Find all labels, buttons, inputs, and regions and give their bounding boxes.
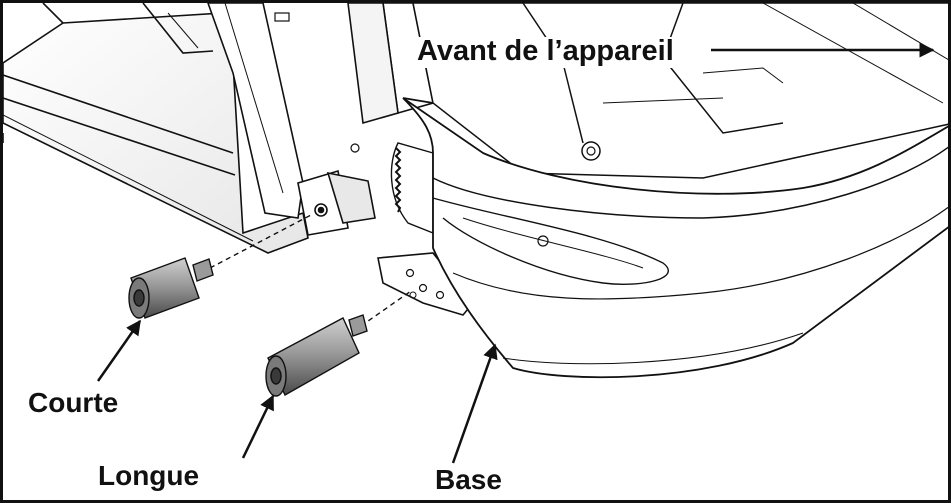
assembly-illustration bbox=[3, 3, 948, 464]
long-arrow bbox=[241, 394, 275, 459]
short-spacer-label: Courte bbox=[28, 387, 119, 418]
long-spacer bbox=[265, 314, 368, 397]
gear-wheel bbox=[390, 142, 434, 235]
upright-post bbox=[207, 3, 304, 219]
base-arrow bbox=[451, 343, 498, 464]
short-spacer bbox=[128, 257, 214, 319]
mounting-bracket bbox=[297, 169, 376, 236]
short-arrow bbox=[96, 319, 142, 382]
center-frame-plate bbox=[347, 3, 475, 316]
callout-arrows bbox=[96, 42, 935, 464]
base-label: Base bbox=[435, 464, 502, 495]
front-of-machine-label: Avant de l’appareil bbox=[415, 37, 678, 68]
base-shroud bbox=[402, 97, 948, 379]
long-spacer-label: Longue bbox=[98, 460, 200, 491]
top-deck bbox=[412, 3, 948, 179]
left-side-rail bbox=[3, 3, 309, 254]
alignment-lines bbox=[209, 214, 412, 327]
